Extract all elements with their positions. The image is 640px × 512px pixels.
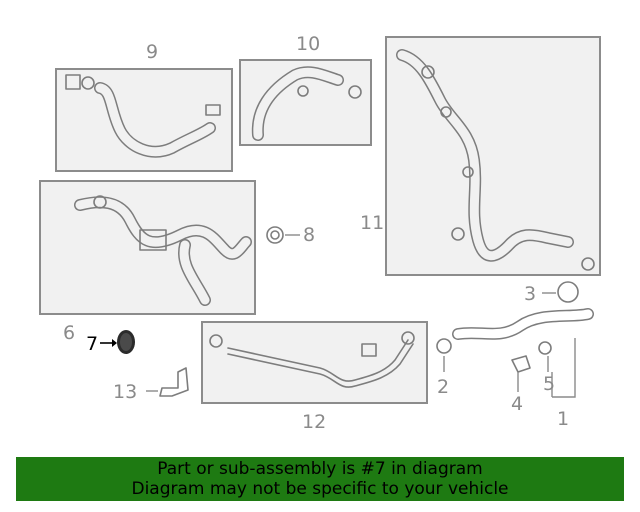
callout-9: 9 [146, 41, 158, 63]
callout-2: 2 [437, 376, 449, 398]
callout-13: 13 [113, 381, 137, 403]
callout-7: 7 [86, 333, 98, 355]
banner-line-1: Part or sub-assembly is #7 in diagram [157, 459, 483, 479]
callout-11: 11 [360, 212, 384, 234]
subassembly-11-box [385, 36, 601, 276]
subassembly-12-box [201, 321, 428, 404]
cap-3 [542, 281, 579, 303]
callout-5: 5 [543, 373, 555, 395]
callout-6: 6 [63, 322, 75, 344]
callout-4: 4 [511, 393, 523, 415]
bracket-4 [511, 355, 531, 392]
clamp-5 [538, 341, 552, 372]
callout-3: 3 [524, 283, 536, 305]
part-7-seal [100, 330, 135, 354]
callout-12: 12 [302, 411, 326, 433]
clamp-2 [436, 338, 452, 372]
callout-10: 10 [296, 33, 320, 55]
clamp-8 [266, 226, 300, 244]
callout-1: 1 [557, 408, 569, 430]
subassembly-6-box [39, 180, 256, 315]
banner-line-2: Diagram may not be specific to your vehi… [131, 479, 509, 499]
subassembly-10-box [239, 59, 372, 146]
subassembly-9-box [55, 68, 233, 172]
hose-1 [452, 308, 594, 398]
callout-8: 8 [303, 224, 315, 246]
info-banner: Part or sub-assembly is #7 in diagram Di… [16, 457, 624, 501]
bracket-13 [146, 367, 189, 397]
